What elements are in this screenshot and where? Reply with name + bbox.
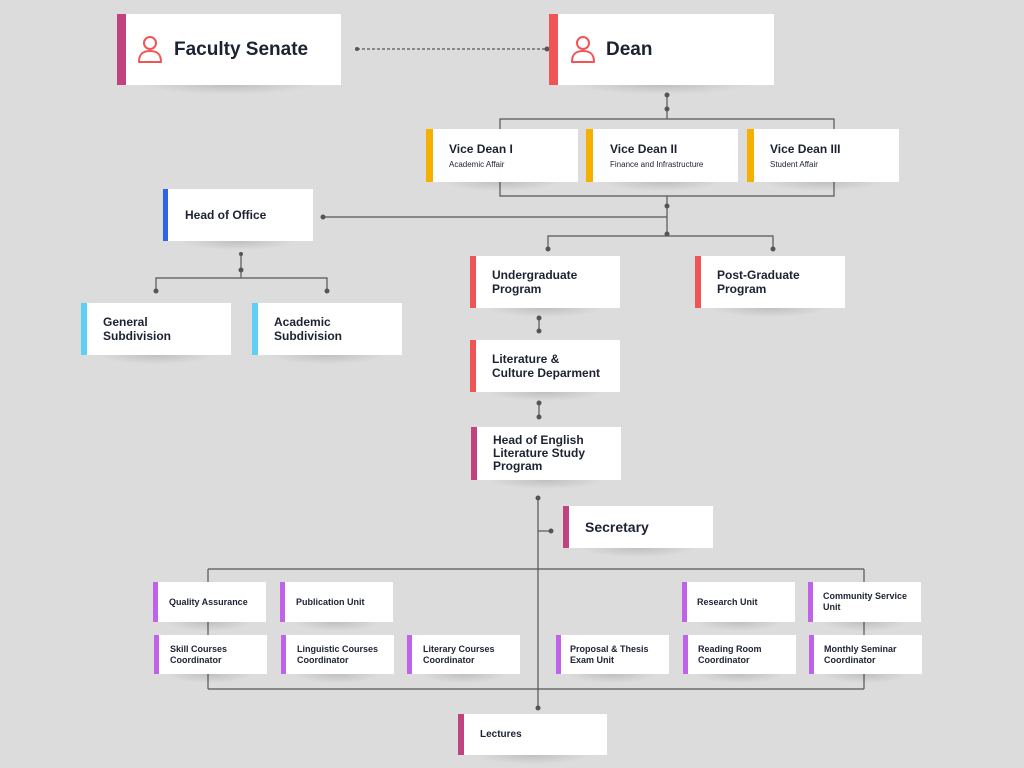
skill-courses-box[interactable]: Skill Courses Coordinator bbox=[154, 635, 267, 683]
linguistic-courses-label: Linguistic Courses Coordinator bbox=[297, 643, 379, 665]
head-of-office-box[interactable]: Head of Office bbox=[163, 189, 313, 250]
publication-unit-label: Publication Unit bbox=[296, 596, 365, 607]
postgraduate-program-box[interactable]: Post-Graduate Program bbox=[695, 256, 845, 317]
vice-dean-bracket bbox=[499, 118, 835, 129]
lectures-box[interactable]: Lectures bbox=[458, 714, 607, 764]
head-english-program-box[interactable]: Head of English Literature Study Program bbox=[471, 427, 621, 489]
literary-courses-box[interactable]: Literary Courses Coordinator bbox=[407, 635, 520, 683]
monthly-seminar-box[interactable]: Monthly Seminar Coordinator bbox=[809, 635, 922, 683]
research-unit-box[interactable]: Research Unit bbox=[682, 582, 795, 631]
vice-dean-3-subtitle: Student Affair bbox=[770, 159, 818, 169]
literary-courses-label: Literary Courses Coordinator bbox=[423, 643, 495, 665]
general-subdivision-box[interactable]: General Subdivision bbox=[81, 303, 231, 364]
vice-dean-2-subtitle: Finance and Infrastructure bbox=[610, 159, 704, 169]
dean-box[interactable]: Dean bbox=[549, 14, 774, 94]
head-english-program-label: Head of English Literature Study Program bbox=[493, 432, 586, 474]
proposal-thesis-label: Proposal & Thesis Exam Unit bbox=[570, 643, 649, 665]
academic-subdivision-label: Academic Subdivision bbox=[274, 314, 343, 343]
quality-assurance-label: Quality Assurance bbox=[169, 596, 248, 607]
research-unit-label: Research Unit bbox=[697, 596, 758, 607]
undergraduate-program-box[interactable]: Undergraduate Program bbox=[470, 256, 620, 317]
reading-room-label: Reading Room Coordinator bbox=[698, 643, 762, 665]
undergraduate-program-label: Undergraduate Program bbox=[492, 267, 578, 296]
monthly-seminar-label: Monthly Seminar Coordinator bbox=[824, 643, 897, 665]
publication-unit-box[interactable]: Publication Unit bbox=[280, 582, 393, 631]
vice-dean-2-title: Vice Dean II bbox=[610, 142, 678, 157]
head-of-office-label: Head of Office bbox=[185, 207, 267, 222]
secretary-box[interactable]: Secretary bbox=[563, 506, 713, 557]
vice-dean-1-box[interactable]: Vice Dean I Academic Affair bbox=[426, 129, 578, 191]
vice-dean-3-box[interactable]: Vice Dean III Student Affair bbox=[747, 129, 899, 191]
reading-room-box[interactable]: Reading Room Coordinator bbox=[683, 635, 796, 683]
quality-assurance-box[interactable]: Quality Assurance bbox=[153, 582, 266, 631]
vice-dean-1-title: Vice Dean I bbox=[449, 142, 513, 157]
linguistic-courses-box[interactable]: Linguistic Courses Coordinator bbox=[281, 635, 394, 683]
proposal-thesis-box[interactable]: Proposal & Thesis Exam Unit bbox=[556, 635, 669, 683]
faculty-senate-label: Faculty Senate bbox=[174, 38, 309, 60]
faculty-senate-box[interactable]: Faculty Senate bbox=[117, 14, 341, 94]
literature-department-box[interactable]: Literature & Culture Deparment bbox=[470, 340, 620, 401]
person-outline-icon bbox=[138, 36, 162, 63]
academic-subdivision-box[interactable]: Academic Subdivision bbox=[252, 303, 402, 364]
vice-dean-2-box[interactable]: Vice Dean II Finance and Infrastructure bbox=[586, 129, 738, 191]
general-subdivision-label: General Subdivision bbox=[103, 314, 172, 343]
person-outline-icon bbox=[571, 36, 595, 63]
subdivision-bracket bbox=[155, 277, 328, 291]
vice-dean-1-subtitle: Academic Affair bbox=[449, 159, 505, 169]
postgraduate-program-label: Post-Graduate Program bbox=[717, 267, 800, 296]
lectures-label: Lectures bbox=[480, 728, 522, 740]
dean-label: Dean bbox=[606, 38, 653, 60]
vice-dean-3-title: Vice Dean III bbox=[770, 142, 841, 157]
secretary-label: Secretary bbox=[585, 518, 649, 535]
literature-department-label: Literature & Culture Deparment bbox=[492, 351, 601, 380]
program-bracket bbox=[547, 235, 774, 249]
community-service-unit-box[interactable]: Community Service Unit bbox=[808, 582, 921, 631]
community-service-unit-label: Community Service Unit bbox=[823, 591, 908, 612]
skill-courses-label: Skill Courses Coordinator bbox=[170, 643, 228, 665]
